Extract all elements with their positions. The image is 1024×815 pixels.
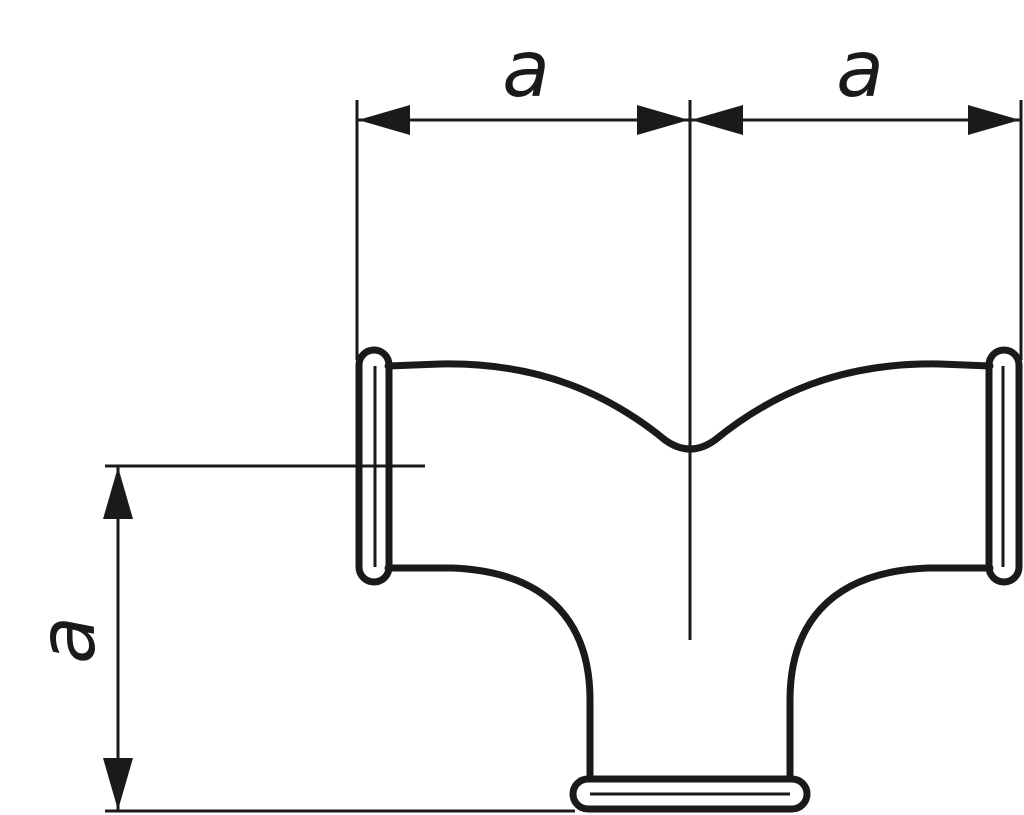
top-right-arrow-start [691,105,743,135]
top-left-arrow-end [637,105,689,135]
left-vertical-arrow-bottom [103,758,133,810]
top-left-arrow-start [358,105,410,135]
bottom-flange [569,775,811,813]
top-left-dimension-label: a [502,25,550,115]
left-vertical-dimension-label: a [23,616,113,664]
left-vertical-arrow-top [103,467,133,519]
tee-right-lower-contour [786,564,994,782]
right-flange [985,346,1023,586]
top-right-arrow-end [968,105,1020,135]
top-right-dimension-label: a [836,25,884,115]
tee-left-lower-contour [384,564,594,782]
left-flange [355,346,393,586]
tee-top-contour [384,360,994,453]
